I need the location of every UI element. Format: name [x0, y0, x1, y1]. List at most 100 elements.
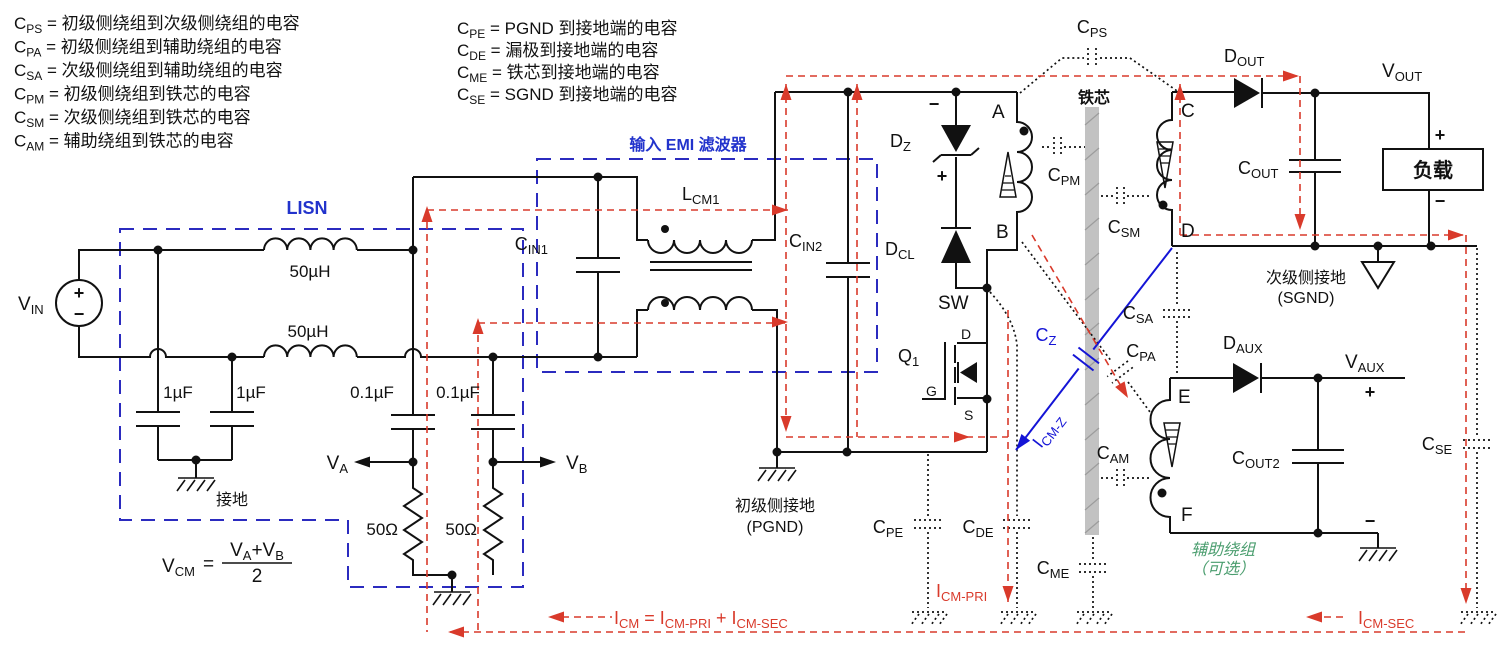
svg-text:VA+VB: VA+VB: [230, 540, 284, 563]
cps-label: CPS: [1077, 17, 1108, 40]
csa-label: CSA: [1123, 303, 1154, 326]
csa-cap-icon: [1163, 252, 1191, 374]
cout2-label: COUT2: [1232, 448, 1280, 471]
load-box: [1382, 148, 1484, 191]
cin1-label: CIN1: [515, 234, 548, 257]
legend-line: CME = 铁芯到接地端的电容: [457, 63, 660, 85]
dotted-ground-icon: [999, 611, 1037, 626]
q1-gate-label: G: [926, 383, 937, 399]
secondary-output-wiring: [1156, 78, 1484, 290]
primary-winding-wedge-icon: [999, 151, 1017, 198]
secondary-winding-icon: [1156, 92, 1173, 246]
vin-label: VIN: [18, 294, 44, 317]
icmsec-label: ICM-SEC: [1358, 608, 1414, 631]
q1-body-diode-icon: [960, 362, 977, 383]
vb-label: VB: [566, 453, 587, 476]
cps-cap-icon: [1019, 48, 1181, 94]
dcl-label: DCL: [885, 239, 915, 262]
dout-diode-icon: [1234, 78, 1260, 108]
cam-cap-icon: [1101, 469, 1150, 487]
svg-text:2: 2: [252, 566, 263, 587]
lcm1-choke-icon: [636, 92, 778, 452]
dz-zener-icon: [941, 125, 971, 152]
load-minus: −: [1435, 191, 1446, 211]
sgnd-label-line1: 次级侧接地: [1266, 269, 1346, 287]
dotted-ground-icon: [1075, 611, 1113, 626]
cap-1uf-value: 1µF: [163, 383, 193, 402]
aux-winding-icon: [1149, 378, 1171, 533]
dz-zener-bar-icon: [932, 147, 980, 163]
emi-filter-wiring: [413, 92, 870, 452]
node-e-label: E: [1178, 387, 1191, 408]
inductor-top-value: 50µH: [290, 262, 331, 281]
vb-arrow-icon: [540, 456, 556, 468]
clamp-branch: [955, 92, 987, 289]
legend-line: CSA = 次级侧绕组到辅助绕组的电容: [14, 61, 283, 83]
aux-winding-wedge-icon: [1163, 422, 1181, 468]
cin2-icon: [826, 92, 870, 452]
cpe-cap-icon: [914, 454, 942, 608]
pgnd-label-line2: (PGND): [747, 519, 804, 536]
pgnd-label-line1: 初级侧接地: [735, 497, 815, 515]
icmz-label: ICM-Z: [1028, 409, 1069, 453]
lisn-title: LISN: [286, 198, 327, 218]
svg-text:VCM: VCM: [162, 556, 195, 579]
parasitic-capacitors: [910, 48, 1497, 626]
cpa-label: CPA: [1126, 341, 1156, 364]
va-arrow-icon: [354, 456, 370, 468]
cpa-cap-path-icon: [1021, 241, 1151, 413]
q1-drain-label: D: [961, 326, 971, 342]
legend-line: CPA = 初级侧绕组到辅助绕组的电容: [14, 38, 282, 60]
dz-plus: +: [937, 166, 948, 186]
sgnd-label-line2: (SGND): [1278, 290, 1335, 307]
dotted-ground-icon: [910, 611, 948, 626]
vcm-formula: VCM = VA+VB 2: [162, 540, 292, 587]
aux-output-wiring: [1149, 363, 1405, 562]
cpm-label: CPM: [1048, 165, 1081, 188]
cz-label: CZ: [1036, 325, 1057, 348]
va-label: VA: [327, 453, 349, 476]
aux-winding-label-line2: （可选）: [1191, 560, 1255, 578]
dcl-diode-icon: [941, 230, 971, 263]
cin2-label: CIN2: [789, 231, 822, 254]
icmz-arrow-icon: [1011, 433, 1031, 454]
csm-cap-icon: [1101, 187, 1152, 205]
aux-winding-label-line1: 辅助绕组: [1191, 541, 1257, 559]
cde-cap-icon: [989, 291, 1031, 608]
cme-cap-icon: [1079, 537, 1107, 608]
caps-1uf-icon: [136, 250, 254, 478]
cap-01uf-value: 0.1µF: [436, 383, 480, 402]
cpe-label: CPE: [873, 517, 904, 540]
legend-line: CPS = 初级侧绕组到次级侧绕组的电容: [14, 14, 300, 36]
vaux-label: VAUX: [1345, 352, 1385, 375]
cz-cap-plates-icon: [1072, 346, 1100, 372]
load-label: 负载: [1413, 158, 1453, 182]
transformer-core: 铁芯: [1078, 88, 1110, 535]
vout-label: VOUT: [1382, 61, 1422, 84]
red-dashed-path: [426, 75, 1467, 633]
cde-label: CDE: [962, 517, 993, 540]
lisn-wiring: + −: [55, 177, 637, 606]
daux-label: DAUX: [1223, 333, 1263, 356]
pgnd-rail: [776, 451, 987, 468]
cme-label: CME: [1037, 558, 1070, 581]
secondary-winding-wedge-icon: [1156, 141, 1174, 189]
legend-line: CPM = 初级侧绕组到铁芯的电容: [14, 85, 251, 107]
q1-source-label: S: [964, 407, 973, 423]
inductor-50uh-top-icon: [263, 237, 358, 251]
load-plus: +: [1435, 125, 1446, 145]
earth-ground-icon: [432, 591, 472, 606]
vaux-minus: −: [1365, 511, 1376, 531]
earth-ground-icon: [176, 477, 216, 492]
legend-parasitic-capacitances: CPS = 初级侧绕组到次级侧绕组的电容 CPA = 初级侧绕组到辅助绕组的电容…: [14, 14, 300, 154]
cm-noise-paths: [421, 70, 1472, 638]
dz-label: DZ: [890, 131, 911, 154]
legend-ground-capacitances: CPE = PGND 到接地端的电容 CDE = 漏极到接地端的电容 CME =…: [457, 19, 678, 107]
icmpri-label: ICM-PRI: [936, 581, 987, 604]
node-d-label: D: [1181, 221, 1195, 242]
q1-mosfet-icon: [922, 288, 988, 452]
cout-label: COUT: [1238, 158, 1279, 181]
emi-filter-title: 输入 EMI 滤波器: [629, 135, 747, 154]
lisn-box: [119, 228, 524, 588]
